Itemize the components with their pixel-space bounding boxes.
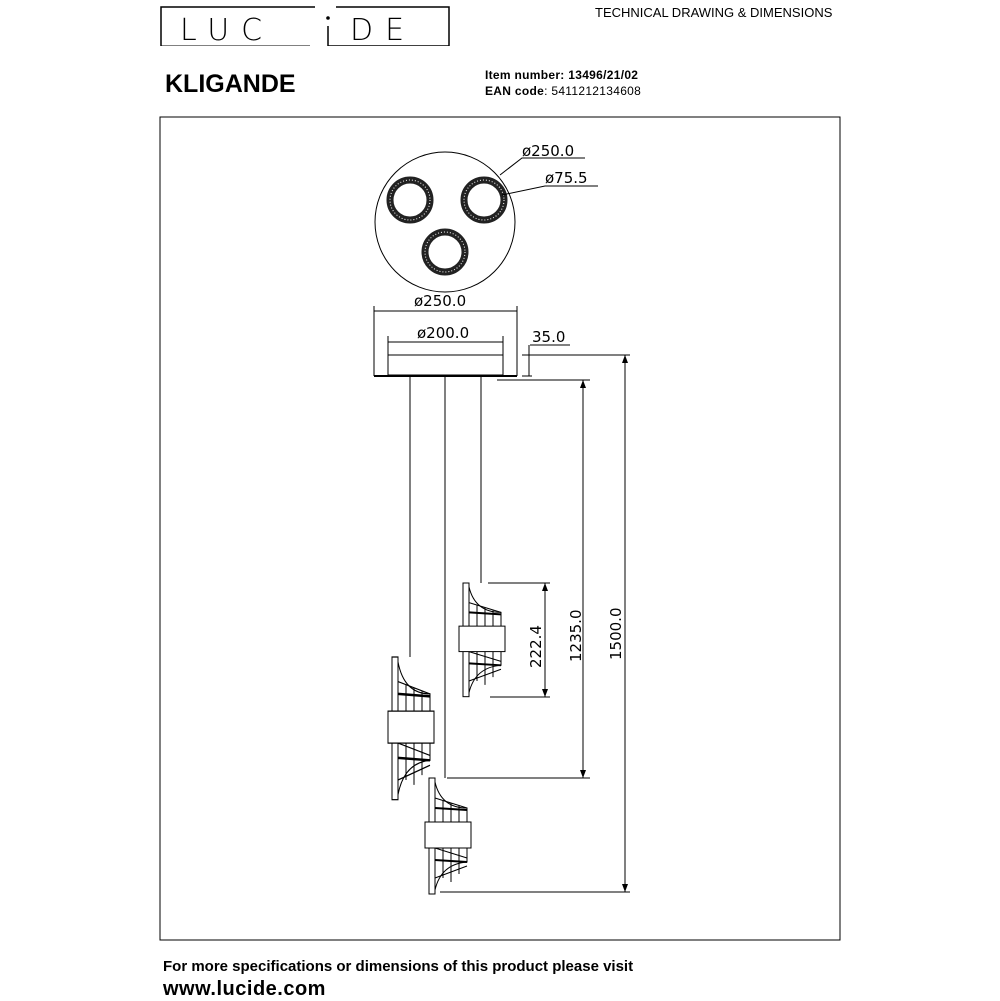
dim-max-height: 1500.0: [607, 608, 625, 661]
dim-min-height: 1235.0: [567, 610, 585, 663]
document-type: TECHNICAL DRAWING & DIMENSIONS: [595, 5, 833, 20]
dim-shade-height: 222.4: [527, 625, 545, 668]
ean-label: EAN code: [485, 84, 545, 98]
dim-canopy-inner-diameter: ø200.0: [417, 324, 469, 342]
item-number-value: 13496/21/02: [568, 68, 639, 82]
dim-canopy-diameter: ø250.0: [414, 292, 466, 310]
ean-line: EAN code: 5411212134608: [485, 84, 641, 98]
shade-ring: [390, 180, 430, 220]
item-number-label: Item number:: [485, 68, 565, 82]
footer-url[interactable]: www.lucide.com: [163, 978, 326, 1000]
ean-value: : 5411212134608: [544, 84, 642, 98]
item-number-line: Item number: 13496/21/02: [485, 68, 638, 82]
svg-text:DE: DE: [350, 13, 416, 46]
pendant-shade: [386, 655, 436, 801]
pendant-shade: [424, 777, 472, 895]
lucide-logo: LUC DE: [160, 6, 450, 46]
shade-ring: [464, 180, 504, 220]
pendant-shade: [458, 582, 506, 698]
drawing-frame: [159, 116, 841, 941]
dim-shade-diameter: ø75.5: [545, 169, 588, 187]
shade-ring: [425, 232, 465, 272]
top-view: [374, 151, 598, 293]
canopy: [373, 306, 628, 377]
product-name: KLIGANDE: [165, 70, 296, 98]
footer-note: For more specifications or dimensions of…: [163, 958, 634, 975]
dim-canopy-height: 35.0: [532, 328, 565, 346]
dim-top-diameter: ø250.0: [522, 142, 574, 160]
svg-text:LUC: LUC: [180, 13, 274, 46]
